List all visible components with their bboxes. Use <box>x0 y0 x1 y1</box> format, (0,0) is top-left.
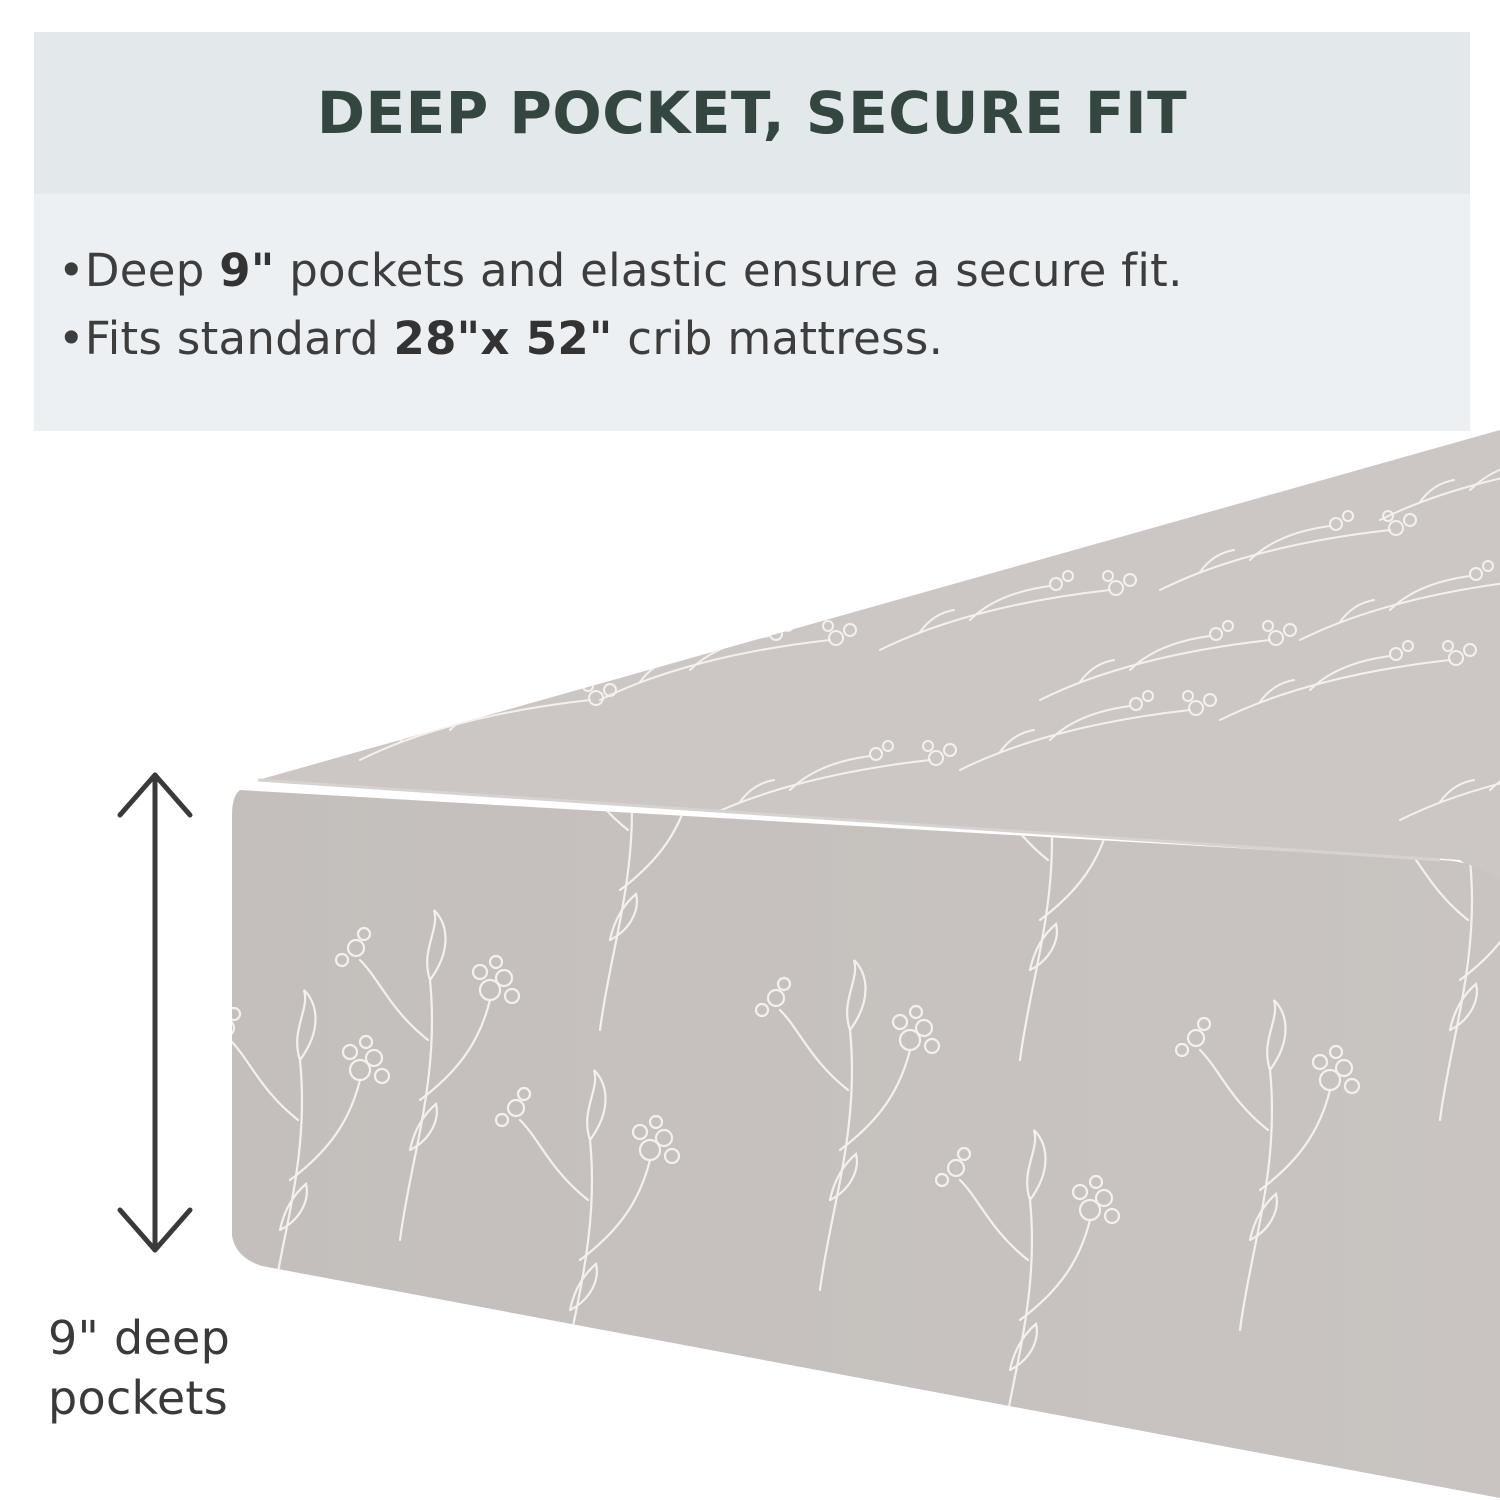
highlight-depth: 9" <box>219 244 275 297</box>
highlight-size: 28"x 52" <box>393 312 613 365</box>
depth-label: 9" deep pockets <box>48 1308 230 1428</box>
page-title: DEEP POCKET, SECURE FIT <box>316 79 1188 147</box>
mattress-top <box>258 430 1500 890</box>
mattress-side <box>232 790 1500 1498</box>
bullet-marker: • <box>58 312 85 365</box>
title-band: DEEP POCKET, SECURE FIT <box>34 32 1470 194</box>
depth-label-line1: 9" deep <box>48 1311 231 1365</box>
depth-label-line2: pockets <box>48 1371 229 1425</box>
feature-list: •Deep 9" pockets and elastic ensure a se… <box>34 194 1470 431</box>
feature-item-size: •Fits standard 28"x 52" crib mattress. <box>58 312 944 365</box>
bullet-marker: • <box>58 244 85 297</box>
depth-arrow-icon <box>117 772 193 1253</box>
feature-item-pockets: •Deep 9" pockets and elastic ensure a se… <box>58 244 1183 297</box>
